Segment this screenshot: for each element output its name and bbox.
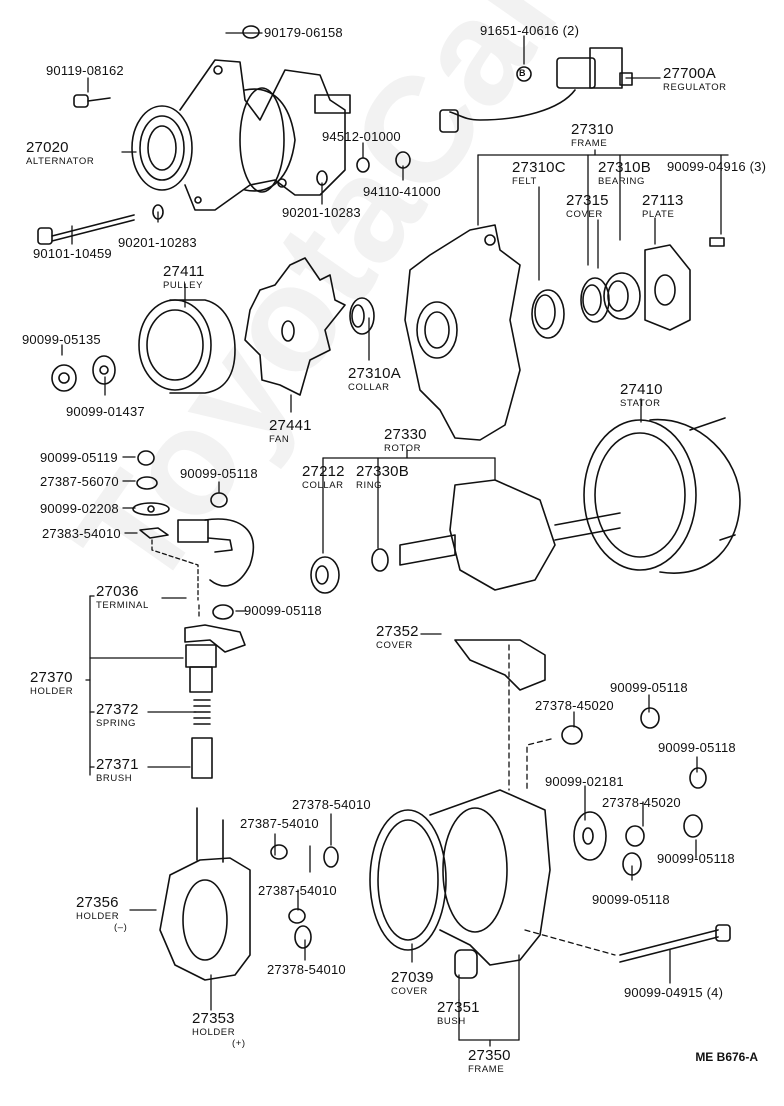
part-label-27378-54010-a: 27378-54010 xyxy=(292,797,371,812)
part-label-90179-06158: 90179-06158 xyxy=(264,25,343,40)
part-label-90119-08162: 90119-08162 xyxy=(46,63,124,78)
part-label-90099-05118-d: 90099-05118 xyxy=(658,740,736,755)
part-label-27378-54010-b: 27378-54010 xyxy=(267,962,346,977)
rectifier-holder-drawing xyxy=(159,807,339,981)
part-label-90099-04915: 90099-04915 (4) xyxy=(624,985,724,1000)
b-marker-icon: B xyxy=(519,68,526,78)
part-label-90099-05118-f: 90099-05118 xyxy=(592,892,670,907)
hardware-top xyxy=(37,25,411,245)
part-label-90099-01437: 90099-01437 xyxy=(66,404,145,419)
drawing-code: ME B676-A xyxy=(695,1050,758,1064)
part-label-90099-05119: 90099-05119 xyxy=(40,450,118,465)
pulley-fan-drawing xyxy=(51,257,375,396)
part-label-27387-56070: 27387-56070 xyxy=(40,474,119,489)
part-label-27387-54010-a: 27387-54010 xyxy=(240,816,319,831)
part-label-90101-10459: 90101-10459 xyxy=(33,246,112,261)
part-label-91651-40616: 91651-40616 (2) xyxy=(480,23,580,38)
alternator-drawing xyxy=(131,59,351,211)
part-label-90099-04916: 90099-04916 (3) xyxy=(667,159,767,174)
part-label-94110-41000: 94110-41000 xyxy=(363,184,441,199)
part-label-90099-05118-a: 90099-05118 xyxy=(180,466,258,481)
part-label-90099-02208: 90099-02208 xyxy=(40,501,119,516)
part-label-27383-54010: 27383-54010 xyxy=(42,526,121,541)
part-label-27378-45020-a: 27378-45020 xyxy=(535,698,614,713)
rear-frame-drawing xyxy=(369,639,731,979)
part-label-27387-54010-b: 27387-54010 xyxy=(258,883,337,898)
part-label-90099-05118-b: 90099-05118 xyxy=(244,603,322,618)
part-label-90201-10283-a: 90201-10283 xyxy=(282,205,361,220)
regulator-drawing xyxy=(439,47,633,133)
part-label-94512-01000: 94512-01000 xyxy=(322,129,401,144)
part-label-27378-45020-b: 27378-45020 xyxy=(602,795,681,810)
brush-holder-drawing xyxy=(132,450,255,779)
part-label-90099-05118-e: 90099-05118 xyxy=(657,851,735,866)
part-label-90099-05118-c: 90099-05118 xyxy=(610,680,688,695)
rotor-stator-drawing xyxy=(310,417,741,594)
frame-27310-drawing xyxy=(404,224,725,441)
part-label-90201-10283-b: 90201-10283 xyxy=(118,235,197,250)
leader-lines xyxy=(61,32,729,1047)
part-label-90099-02181: 90099-02181 xyxy=(545,774,624,789)
part-label-90099-05135: 90099-05135 xyxy=(22,332,101,347)
